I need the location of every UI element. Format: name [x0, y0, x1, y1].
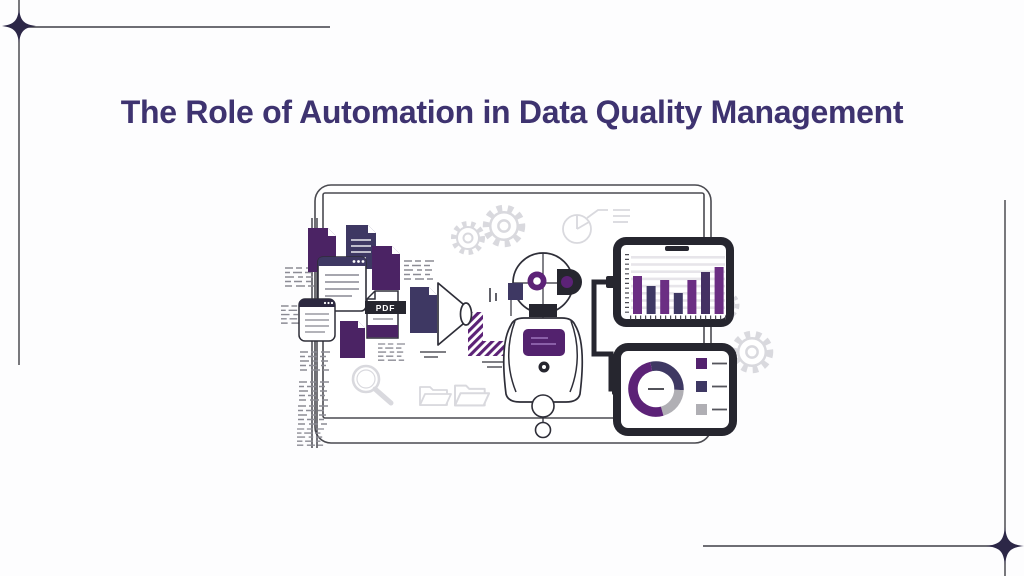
sparkle-star-icon [2, 9, 36, 43]
robot-ear [508, 283, 523, 300]
donut-chart-screen [613, 343, 737, 436]
document-icon [410, 287, 437, 333]
bar-chart-bars [633, 267, 724, 314]
robot-neck [529, 304, 557, 317]
bar-chart-screen [613, 237, 734, 327]
documents-cluster: PDF [280, 218, 437, 448]
browser-window-icon [298, 298, 336, 342]
page-title: The Role of Automation in Data Quality M… [120, 94, 904, 130]
robot-arm [508, 320, 517, 393]
magnifier-icon [351, 364, 394, 406]
legend-swatch [696, 381, 707, 392]
robot-arm [569, 320, 578, 393]
gear-icon [735, 335, 770, 370]
segment-navy [650, 361, 684, 391]
corner-decoration-top-left [2, 0, 330, 365]
document-icon [372, 246, 400, 290]
pdf-file-icon: PDF [365, 290, 406, 339]
donut-chart-ring [628, 361, 684, 417]
legend-swatch [696, 404, 707, 415]
pie-sketch-icon [562, 209, 630, 244]
screen-handle [665, 246, 689, 251]
pipe-segment [468, 341, 513, 356]
corner-decoration-bottom-right [703, 200, 1024, 576]
document-icon [340, 321, 365, 358]
browser-window-icon [317, 256, 367, 312]
legend-swatch [696, 358, 707, 369]
pipe-segment [468, 312, 483, 348]
pdf-label: PDF [376, 303, 395, 313]
sparkle-star-icon [986, 527, 1024, 565]
folder-icon [419, 384, 491, 407]
robot-chest-panel [523, 329, 565, 356]
funnel-icon [420, 282, 513, 368]
robot-icon [502, 252, 584, 439]
segment-gray [660, 389, 684, 416]
segment-purple [628, 361, 664, 417]
donut-legend [696, 358, 727, 415]
